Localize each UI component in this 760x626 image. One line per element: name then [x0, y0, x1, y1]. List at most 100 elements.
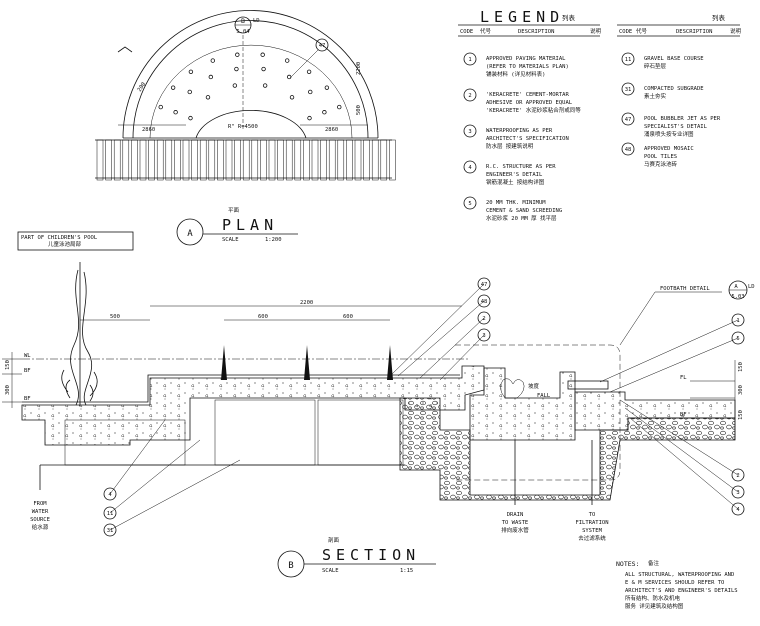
bubbler-jet-dot: [307, 115, 312, 121]
legend-line: (REFER TO MATERIALS PLAN): [486, 64, 569, 70]
plan-dim-radius: R" R=4500: [228, 124, 258, 130]
legend-line: GRAVEL BASE COURSE: [644, 56, 704, 62]
notes-line: ARCHITECT'S AND ENGINEER'S DETAILS: [625, 588, 738, 594]
fence-picket: [174, 139, 181, 181]
legend-line: CEMENT & SAND SCREEDING: [486, 208, 562, 214]
footbath-sheet: 5.03: [731, 294, 744, 300]
section-note-line-1: PART OF CHILDREN'S POOL: [21, 235, 98, 241]
callout-circle: [477, 294, 491, 308]
level-bf-2: BF: [24, 396, 31, 402]
callout-label: 47: [481, 282, 488, 288]
legend-code: 2: [468, 93, 471, 99]
callout: 48: [397, 294, 491, 377]
legend-title-cn: 列表: [562, 13, 576, 22]
section-marker: B: [288, 561, 293, 571]
fence-picket: [199, 139, 207, 181]
label-line: 给水源: [32, 523, 49, 531]
plan-scale-value: 1:200: [265, 237, 282, 243]
legend-code-circle: [463, 88, 477, 102]
callout-label: 48: [481, 299, 488, 305]
bubbler-jet-dot: [322, 110, 327, 115]
legend-code-circle: [621, 82, 635, 96]
bubbler-jet-dot: [308, 89, 313, 95]
fence-picket: [234, 139, 241, 181]
section-note-box: [17, 231, 134, 251]
legend-line: APPROVED PAVING MATERIAL: [486, 56, 566, 62]
plan-tag-sheet: 5.04: [236, 29, 250, 35]
fall-label-cn: 坡度: [528, 382, 540, 390]
fence-picket: [191, 139, 198, 181]
callout: 3: [624, 407, 745, 499]
label-line: FROM: [33, 501, 47, 507]
dim-overall: 2200: [300, 300, 313, 306]
dim-right-3: 150: [738, 410, 744, 420]
label-line: SOURCE: [30, 517, 50, 523]
bubbler-jet-dot: [234, 66, 239, 72]
footbath-label: FOOTBATH DETAIL: [660, 286, 710, 292]
bubbler-jet-dot: [260, 52, 265, 57]
callout-label: 4: [108, 492, 112, 498]
callout: 31: [103, 459, 241, 537]
notes-title: NOTES:: [616, 560, 639, 568]
plan-dim-side-b: 2200: [356, 62, 362, 75]
legend-code-circle: [621, 52, 635, 66]
bubbler-jet-dot: [170, 85, 176, 90]
bubbler-jet-dot: [187, 89, 192, 95]
callout-circle: [477, 311, 491, 325]
plan-dim-left: 2860: [142, 127, 155, 133]
fence-picket: [260, 139, 267, 181]
fence-picket: [251, 139, 259, 181]
legend-header-desc-cn: 说明: [590, 27, 602, 35]
section-scale-label: SCALE: [322, 568, 339, 574]
level-fl: FL: [680, 375, 687, 381]
fence-picket: [371, 139, 379, 181]
legend-code: 3: [468, 129, 471, 135]
fence-picket: [96, 139, 104, 181]
legend-code-circle: [463, 196, 477, 210]
legend-line: 涌泉喷头按专业详图: [644, 130, 694, 138]
label-line: TO WASTE: [502, 520, 529, 526]
fence-picket: [165, 139, 173, 181]
callout: 2: [419, 311, 491, 379]
legend-header-desc-right: DESCRIPTION: [676, 29, 712, 35]
fence-picket: [277, 139, 284, 181]
callout-label: 31: [107, 528, 114, 534]
legend-line: 钢筋混凝土 按结构详图: [486, 178, 545, 186]
bubbler-jet-dot: [232, 83, 238, 88]
dim-left-2: 300: [5, 385, 11, 395]
legend-header-code: CODE: [460, 29, 473, 35]
legend-code: 11: [625, 57, 632, 63]
callout-circle: [103, 506, 117, 520]
dim-left-1: 150: [5, 360, 11, 370]
plan-dim-side-a: 500: [356, 105, 362, 115]
legend-line: APPROVED MOSAIC: [644, 146, 694, 152]
plan-marker-circle: [176, 218, 204, 246]
callout: 1: [599, 313, 745, 383]
callout-label: 11: [107, 511, 114, 517]
plan-outer-arc: [122, 10, 379, 139]
callout-circle: [477, 277, 491, 291]
bubbler-jet-dot: [286, 74, 292, 80]
plan-scale-label: SCALE: [222, 237, 239, 243]
fence-picket: [303, 139, 310, 181]
section-view: PART OF CHILDREN'S POOL 儿童泳池局部: [2, 231, 755, 578]
fence-picket: [354, 139, 362, 181]
plan-tag-letter: B: [241, 17, 245, 25]
callout-label: 3: [482, 333, 485, 339]
bubbler-jet-dot: [306, 69, 312, 75]
legend-header-code-cn: 代号: [480, 27, 492, 35]
callout: 4: [103, 419, 166, 501]
notes: NOTES: 备注 ALL STRUCTURAL, WATERPROOFING …: [616, 559, 738, 610]
legend-code: 5: [468, 201, 471, 207]
plant-icon: [500, 378, 525, 399]
fence-picket: [182, 139, 190, 181]
fence-picket: [225, 139, 233, 181]
callout: 5: [609, 331, 745, 393]
